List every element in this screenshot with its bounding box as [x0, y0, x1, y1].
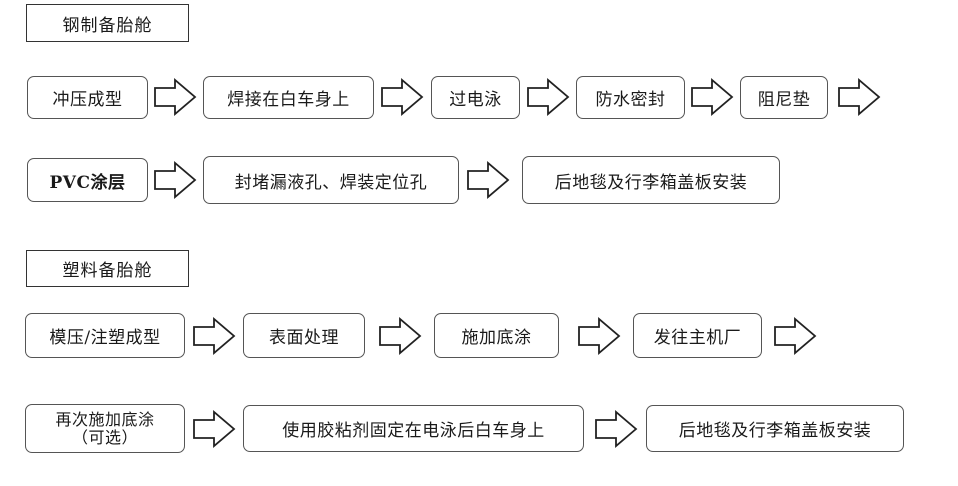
step-adhesive-bond-to-body: 使用胶粘剂固定在电泳后白车身上	[243, 405, 584, 452]
step-reapply-primer-optional: 再次施加底涂 （可选）	[25, 404, 185, 453]
step-molding: 模压/注塑成型	[25, 313, 185, 358]
plastic-section-title: 塑料备胎舱	[26, 250, 189, 287]
step-pvc-coating: PVC涂层	[27, 158, 148, 202]
step-carpet-trunk-install: 后地毯及行李箱盖板安装	[646, 405, 904, 452]
step-stamping: 冲压成型	[27, 76, 148, 119]
step-surface-treatment: 表面处理	[243, 313, 365, 358]
step-damping-pad: 阻尼垫	[740, 76, 828, 119]
steel-section-title: 钢制备胎舱	[26, 4, 189, 42]
step-carpet-trunk-install: 后地毯及行李箱盖板安装	[522, 156, 780, 204]
hollow-right-arrow-icon	[192, 317, 236, 355]
step-optional-label: （可选）	[71, 427, 138, 447]
step-plug-holes: 封堵漏液孔、焊装定位孔	[203, 156, 459, 204]
hollow-right-arrow-icon	[526, 78, 570, 116]
step-welding-to-body: 焊接在白车身上	[203, 76, 374, 119]
step-waterproof-seal: 防水密封	[576, 76, 685, 119]
hollow-right-arrow-icon	[378, 317, 422, 355]
hollow-right-arrow-icon	[192, 410, 236, 448]
step-reapply-primer-label: 再次施加底涂	[55, 409, 155, 429]
hollow-right-arrow-icon	[594, 410, 638, 448]
step-electrocoat: 过电泳	[431, 76, 520, 119]
step-apply-primer: 施加底涂	[434, 313, 559, 358]
hollow-right-arrow-icon	[153, 161, 197, 199]
step-ship-to-oem: 发往主机厂	[633, 313, 762, 358]
hollow-right-arrow-icon	[153, 78, 197, 116]
hollow-right-arrow-icon	[837, 78, 881, 116]
hollow-right-arrow-icon	[577, 317, 621, 355]
hollow-right-arrow-icon	[380, 78, 424, 116]
hollow-right-arrow-icon	[466, 161, 510, 199]
hollow-right-arrow-icon	[773, 317, 817, 355]
hollow-right-arrow-icon	[690, 78, 734, 116]
